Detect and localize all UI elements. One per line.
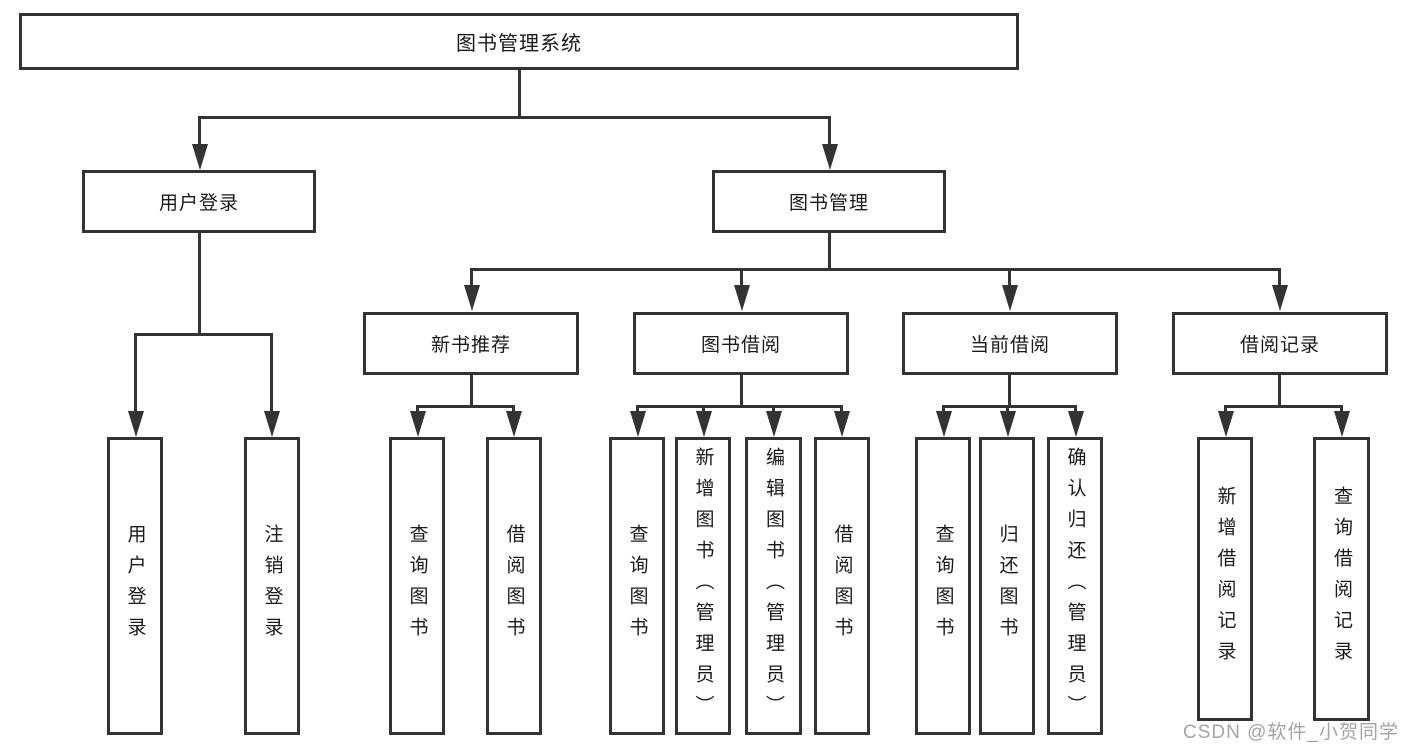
leaf-return-books: 归还图书	[979, 437, 1035, 735]
connector-stem-user-login	[198, 233, 201, 336]
arrow-down-to-book-management	[828, 117, 831, 144]
connector-stem-root	[518, 70, 521, 118]
arrow-down-to-query-books-recommend	[416, 406, 419, 411]
leaf-user-login: 用户登录	[107, 437, 163, 735]
leaf-query-books-borrowing-label: 查询图书	[626, 524, 648, 648]
connector-bar-user-login	[134, 333, 273, 336]
node-root-label: 图书管理系统	[456, 33, 582, 55]
leaf-edit-books-admin: 编辑图书（管理员）	[745, 437, 802, 735]
node-borrowing-records: 借阅记录	[1172, 312, 1388, 375]
leaf-query-books-current-label: 查询图书	[932, 524, 954, 648]
leaf-add-borrow-record: 新增借阅记录	[1197, 437, 1253, 721]
arrow-down-to-book-borrowing	[740, 269, 743, 285]
leaf-query-borrow-record-label: 查询借阅记录	[1331, 486, 1352, 672]
arrow-down-to-leaf-user-login	[134, 334, 137, 411]
leaf-confirm-return-admin: 确认归还（管理员）	[1047, 437, 1103, 735]
connector-stem-current-borrowing	[1008, 375, 1011, 408]
arrow-down-to-query-borrow-record	[1340, 406, 1343, 411]
leaf-borrow-books-borrowing-label: 借阅图书	[831, 524, 853, 648]
connector-stem-book-borrowing	[740, 375, 743, 408]
leaf-confirm-return-admin-label: 确认归还（管理员）	[1064, 446, 1086, 726]
arrow-down-to-current-borrowing	[1008, 269, 1011, 285]
arrow-down-to-leaf-logout	[270, 334, 273, 411]
connector-stem-book-management	[828, 233, 831, 271]
node-new-book-recommend-label: 新书推荐	[430, 335, 511, 356]
connector-bar-new-book-recommend	[416, 405, 515, 408]
arrow-down-to-query-books-borrowing	[636, 406, 639, 411]
node-current-borrowing: 当前借阅	[902, 312, 1118, 375]
arrow-down-to-borrowing-records	[1278, 269, 1281, 285]
connector-bar-book-borrowing	[636, 405, 843, 408]
arrow-down-to-borrow-books-recommend	[512, 406, 515, 411]
leaf-borrow-books-borrowing: 借阅图书	[814, 437, 870, 735]
arrow-down-to-new-book-recommend	[470, 269, 473, 285]
node-book-borrowing: 图书借阅	[633, 312, 849, 375]
arrow-down-to-borrow-books-borrowing	[840, 406, 843, 411]
connector-bar-book-management	[470, 268, 1281, 271]
leaf-query-borrow-record: 查询借阅记录	[1313, 437, 1370, 721]
connector-bar-borrowing-records	[1224, 405, 1343, 408]
node-user-login: 用户登录	[82, 170, 316, 233]
node-new-book-recommend: 新书推荐	[363, 312, 579, 375]
arrow-down-to-user-login	[198, 117, 201, 144]
node-root: 图书管理系统	[19, 13, 1019, 70]
leaf-logout-label: 注销登录	[261, 524, 283, 648]
leaf-query-books-borrowing: 查询图书	[609, 437, 665, 735]
node-user-login-label: 用户登录	[158, 193, 239, 214]
arrow-down-to-confirm-return-admin	[1074, 406, 1077, 411]
node-book-borrowing-label: 图书借阅	[700, 335, 781, 356]
node-book-management: 图书管理	[712, 170, 946, 233]
node-book-management-label: 图书管理	[788, 193, 869, 214]
leaf-add-books-admin: 新增图书（管理员）	[675, 437, 731, 735]
node-current-borrowing-label: 当前借阅	[969, 335, 1050, 356]
leaf-logout: 注销登录	[244, 437, 300, 735]
connector-bar-current-borrowing	[942, 405, 1077, 408]
arrow-down-to-query-books-current	[942, 406, 945, 411]
leaf-query-books-recommend-label: 查询图书	[406, 524, 428, 648]
watermark: CSDN @软件_小贺同学	[1183, 722, 1399, 743]
leaf-borrow-books-recommend-label: 借阅图书	[503, 524, 525, 648]
leaf-return-books-label: 归还图书	[996, 524, 1018, 648]
arrow-down-to-edit-books-admin	[772, 406, 775, 411]
leaf-user-login-label: 用户登录	[124, 524, 146, 648]
connector-bar-root	[198, 116, 831, 119]
node-borrowing-records-label: 借阅记录	[1239, 335, 1320, 356]
arrow-down-to-return-books	[1006, 406, 1009, 411]
connector-stem-borrowing-records	[1278, 375, 1281, 408]
leaf-borrow-books-recommend: 借阅图书	[486, 437, 542, 735]
leaf-query-books-recommend: 查询图书	[389, 437, 445, 735]
leaf-query-books-current: 查询图书	[915, 437, 971, 735]
leaf-add-books-admin-label: 新增图书（管理员）	[692, 446, 714, 726]
arrow-down-to-add-books-admin	[702, 406, 705, 411]
leaf-add-borrow-record-label: 新增借阅记录	[1214, 486, 1236, 672]
connector-stem-new-book-recommend	[470, 375, 473, 408]
arrow-down-to-add-borrow-record	[1224, 406, 1227, 411]
leaf-edit-books-admin-label: 编辑图书（管理员）	[763, 446, 784, 726]
